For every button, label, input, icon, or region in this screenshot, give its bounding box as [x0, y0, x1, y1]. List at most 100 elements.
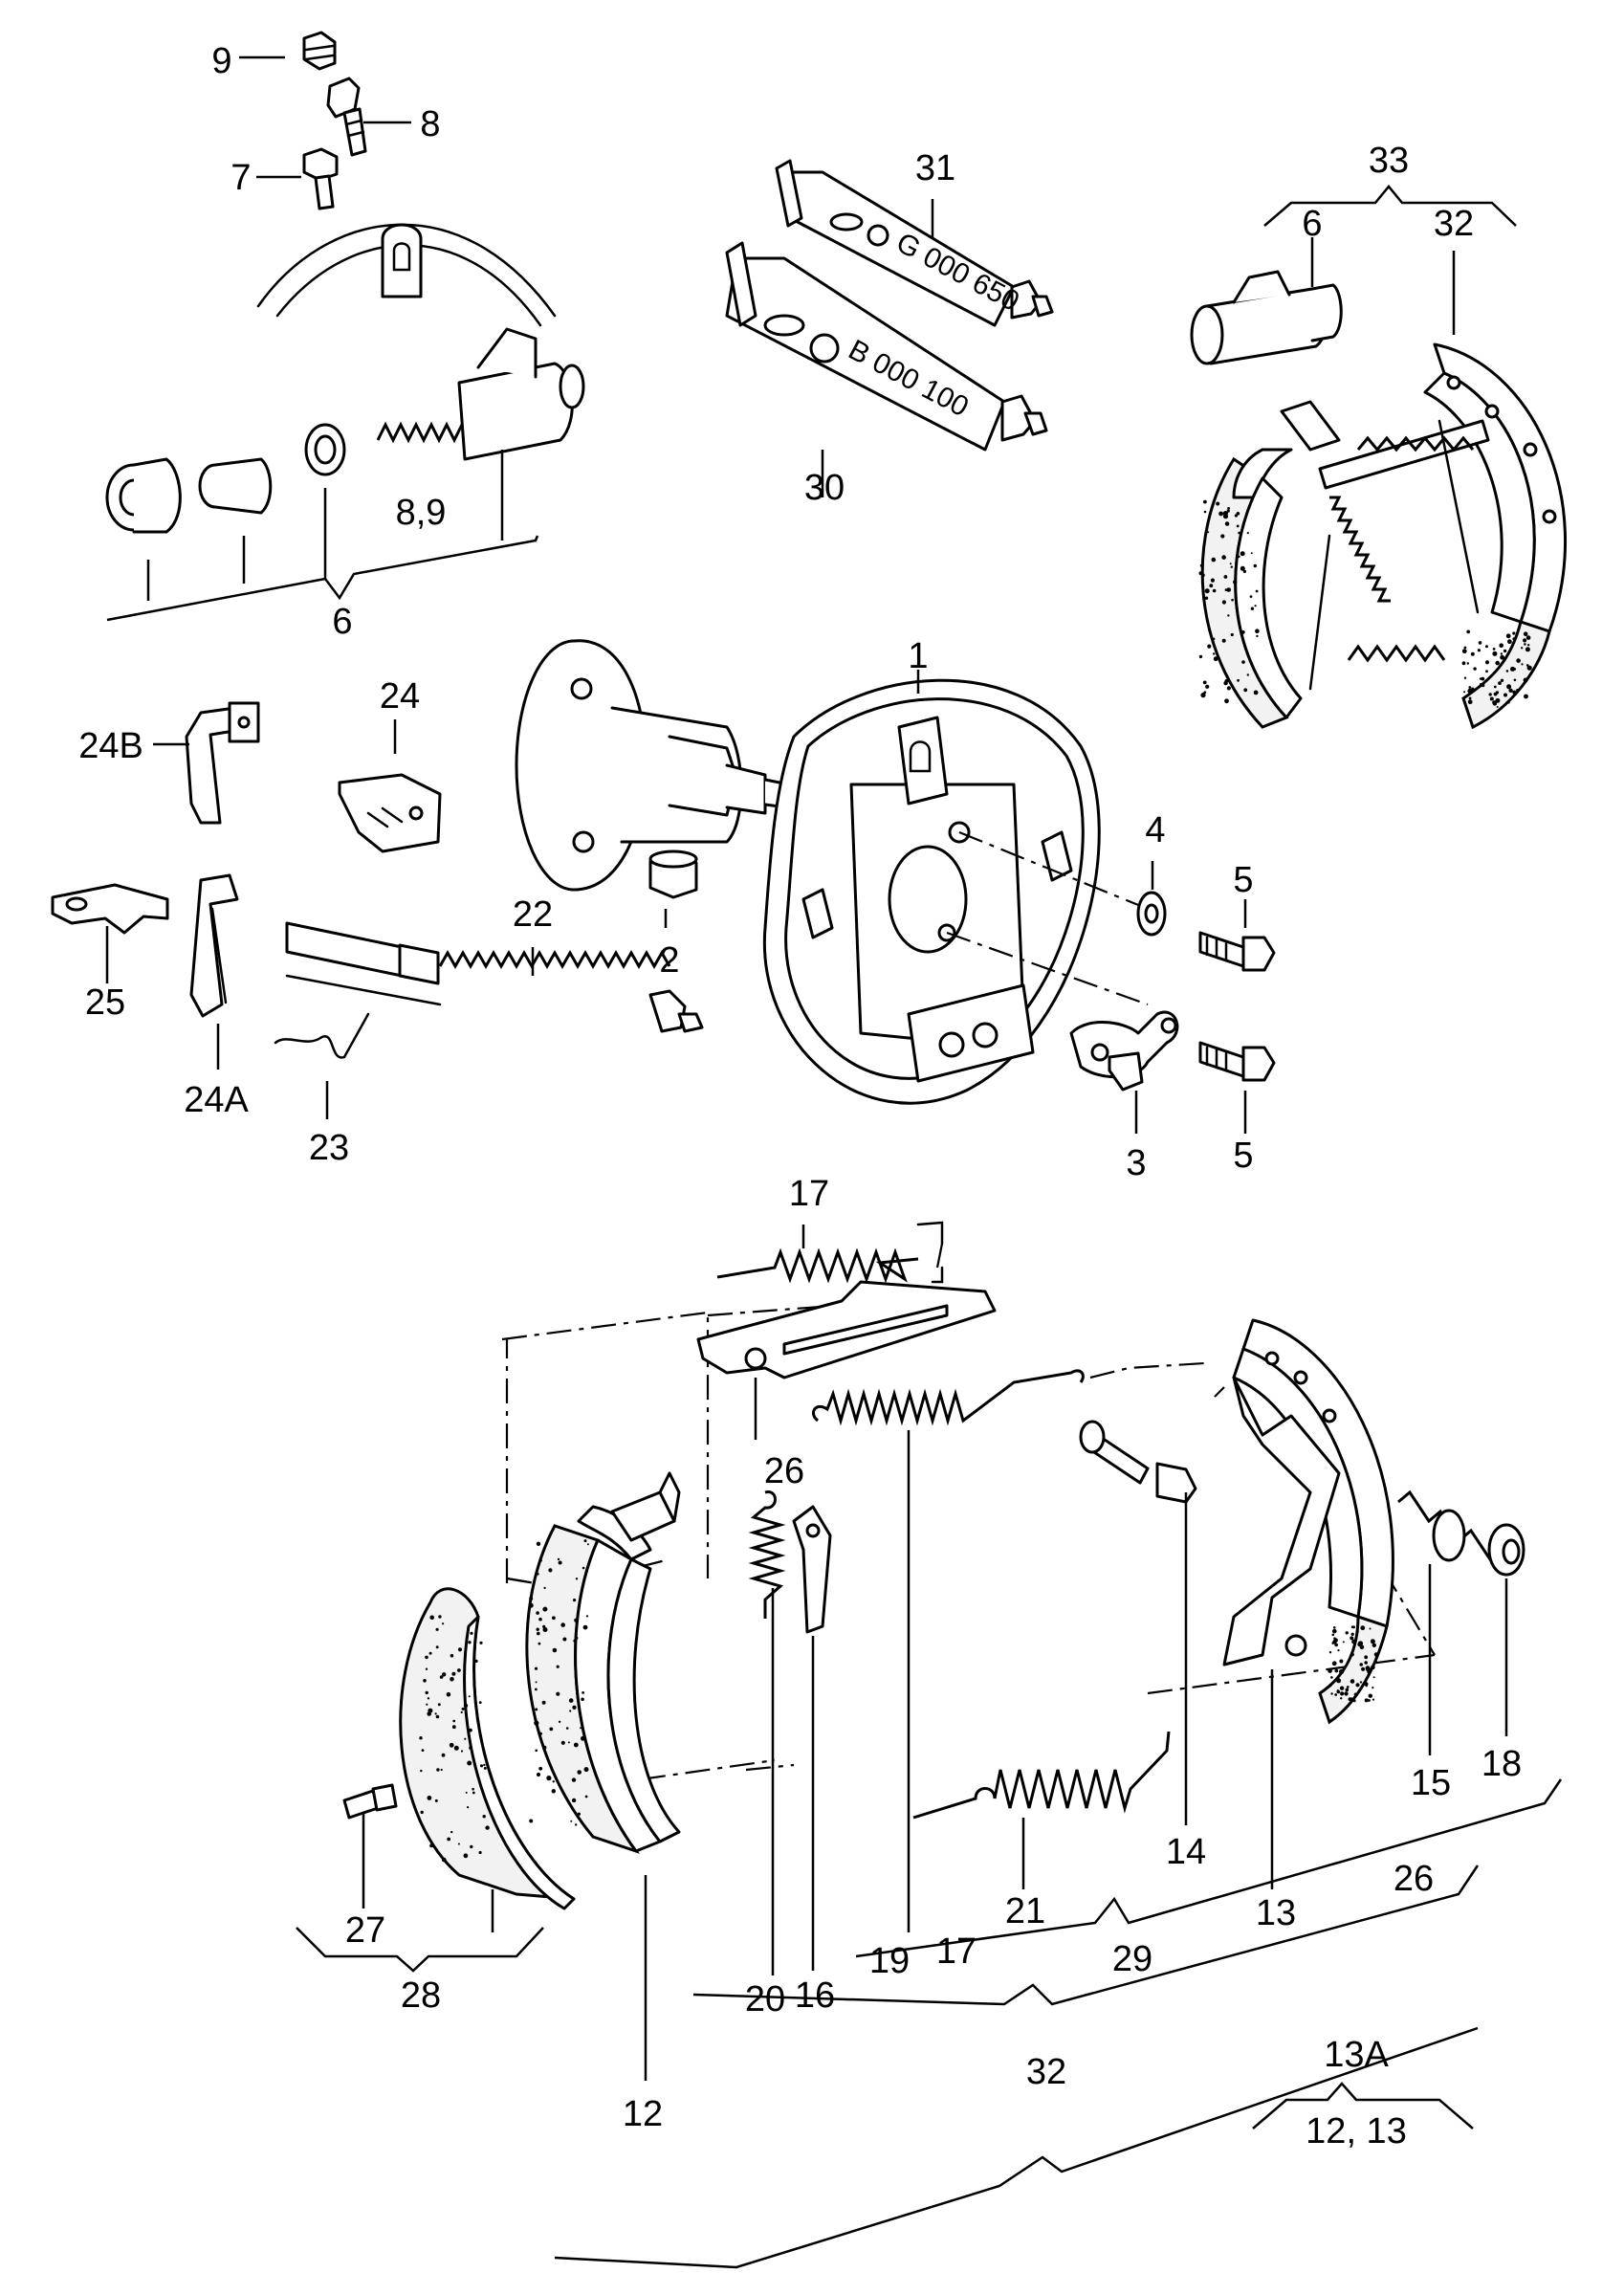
lining-speck — [1331, 1633, 1335, 1637]
lining-speck — [541, 1700, 546, 1705]
lining-speck — [1479, 677, 1482, 680]
lining-speck — [1500, 654, 1504, 660]
lining-speck — [1370, 1639, 1375, 1644]
lining-speck — [425, 1690, 428, 1695]
lining-speck — [460, 1750, 464, 1753]
lining-speck — [449, 1742, 454, 1748]
lining-speck — [1334, 1668, 1339, 1673]
lining-speck — [539, 1732, 542, 1735]
lining-speck — [1345, 1631, 1349, 1635]
lining-speck — [1367, 1669, 1372, 1674]
lining-speck — [582, 1624, 588, 1630]
lining-speck — [573, 1639, 577, 1643]
lining-speck — [1227, 614, 1230, 617]
lining-speck — [529, 1597, 534, 1601]
lining-speck — [1345, 1688, 1350, 1692]
lining-speck — [472, 1791, 475, 1795]
lining-speck — [470, 1844, 473, 1849]
lining-speck — [1500, 652, 1503, 655]
part-18-cup-washer — [1487, 1523, 1525, 1577]
part-20-spring — [748, 1490, 786, 1619]
brace-6-left — [106, 450, 539, 622]
lining-speck — [1227, 507, 1230, 510]
part-8-bleeder-valve — [326, 77, 367, 157]
lining-speck — [534, 1720, 539, 1726]
lining-speck — [435, 1627, 439, 1631]
lining-speck — [1223, 575, 1228, 579]
lining-speck — [1369, 1627, 1372, 1630]
lining-speck — [1212, 637, 1216, 641]
lining-speck — [573, 1742, 579, 1748]
callout-labels: 9 8 7 31 30 33 6 32 8,9 6 1 24 24B 4 5 2… — [78, 41, 1522, 2152]
lining-speck — [1212, 588, 1217, 593]
lining-speck — [1344, 1691, 1349, 1696]
lining-speck — [1328, 1651, 1332, 1654]
lining-speck — [1481, 683, 1485, 688]
lining-speck — [1505, 670, 1509, 673]
lining-speck — [586, 1543, 589, 1546]
callout-24: 24 — [380, 676, 420, 717]
lining-speck — [1500, 678, 1504, 682]
callout-6-left: 6 — [332, 602, 352, 642]
lining-speck — [1361, 1666, 1366, 1671]
lining-speck — [1203, 691, 1207, 695]
lining-speck — [548, 1568, 553, 1573]
lining-speck — [1237, 678, 1240, 682]
lining-speck — [1210, 578, 1215, 583]
lining-speck — [573, 1599, 577, 1602]
lining-speck — [1495, 651, 1498, 654]
callout-13a: 13A — [1324, 2035, 1389, 2075]
lining-speck — [1353, 1692, 1358, 1696]
lining-speck — [1466, 629, 1471, 634]
lining-speck — [426, 1703, 428, 1706]
lining-speck — [1523, 677, 1528, 683]
lining-speck — [472, 1787, 474, 1791]
part-23-spring-wire — [274, 1012, 370, 1059]
lining-speck — [1489, 696, 1494, 701]
lining-speck — [1478, 641, 1482, 645]
lining-speck — [535, 1688, 538, 1691]
lining-speck — [1467, 699, 1473, 705]
lining-speck — [575, 1578, 579, 1580]
part-16-lever — [792, 1505, 832, 1634]
lining-speck — [571, 1777, 577, 1782]
part-6-wheel-cylinder-exploded — [105, 327, 585, 534]
lining-speck — [1364, 1655, 1369, 1660]
lining-speck — [429, 1843, 434, 1848]
lining-speck — [469, 1728, 472, 1732]
part-14-pin — [1079, 1420, 1197, 1504]
part-2-grommet — [648, 850, 698, 899]
part-12-left-shoe — [525, 1471, 681, 1854]
lining-speck — [582, 1691, 584, 1694]
part-5-bolt-top — [1198, 931, 1276, 972]
lining-speck — [438, 1615, 442, 1619]
lining-speck — [1516, 689, 1519, 692]
lining-speck — [539, 1558, 542, 1562]
lining-speck — [457, 1843, 460, 1845]
lining-speck — [442, 1672, 447, 1677]
lining-speck — [1485, 670, 1488, 673]
lining-speck — [478, 1850, 482, 1855]
lining-speck — [478, 1701, 482, 1704]
callout-25: 25 — [85, 982, 125, 1023]
lining-speck — [562, 1637, 567, 1642]
lining-speck — [1498, 681, 1502, 685]
lining-speck — [1213, 656, 1218, 662]
lining-speck — [1199, 563, 1203, 567]
callout-12: 12 — [623, 2094, 663, 2134]
part-1-backing-plate — [762, 678, 1101, 1105]
leaders — [105, 55, 1508, 2081]
lining-speck — [453, 1745, 459, 1751]
lining-speck — [1221, 600, 1226, 605]
part-24b-clip — [185, 701, 260, 825]
lining-speck — [451, 1725, 456, 1730]
lining-speck — [1516, 658, 1521, 663]
lining-speck — [1198, 654, 1203, 659]
lining-speck — [557, 1557, 560, 1561]
lining-speck — [556, 1665, 560, 1668]
callout-24a: 24A — [184, 1080, 249, 1120]
lining-speck — [1512, 690, 1517, 695]
callout-1: 1 — [908, 636, 928, 676]
lining-speck — [1471, 687, 1475, 691]
lining-speck — [1350, 1652, 1354, 1657]
